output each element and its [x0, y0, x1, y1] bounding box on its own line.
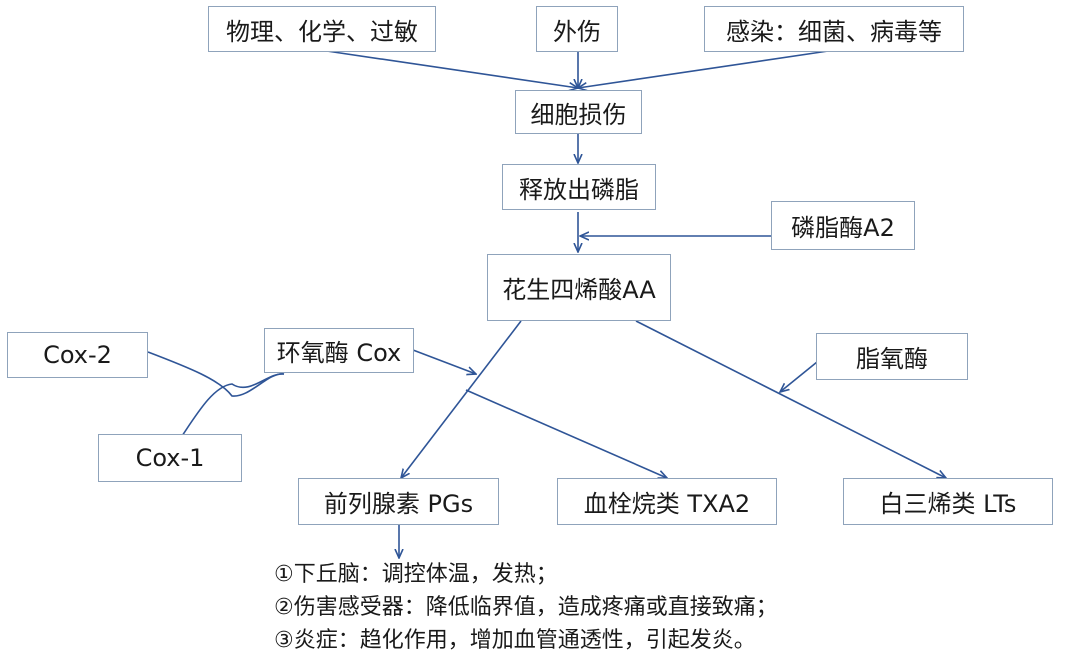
note-inflammation: ③炎症：趋化作用，增加血管通透性，引起发炎。 — [274, 628, 756, 653]
effects-notes: ①下丘脑：调控体温，发热； ②伤害感受器：降低临界值，造成疼痛或直接致痛； ③炎… — [274, 558, 778, 657]
note-nociceptor: ②伤害感受器：降低临界值，造成疼痛或直接致痛； — [274, 595, 778, 620]
cell-injury-box: 细胞损伤 — [515, 90, 642, 134]
cox2-box: Cox-2 — [7, 332, 148, 378]
arrow-infection-to-injury — [578, 49, 836, 88]
arrow-aa-to-pgs — [401, 320, 522, 478]
arachidonic-acid-box: 花生四烯酸AA — [487, 254, 671, 321]
cause-physical-chemical-allergy: 物理、化学、过敏 — [208, 6, 436, 52]
cyclooxygenase-box: 环氧酶 Cox — [264, 328, 414, 373]
cause-trauma: 外伤 — [536, 6, 618, 52]
thromboxane-box: 血栓烷类 TXA2 — [557, 478, 777, 525]
note-hypothalamus: ①下丘脑：调控体温，发热； — [274, 562, 558, 587]
arrow-cox-to-branch — [412, 349, 476, 374]
cox1-box: Cox-1 — [98, 434, 242, 482]
arrow-aa-to-lts — [635, 320, 946, 478]
arrow-physical-to-injury — [319, 49, 578, 88]
release-phospholipid-box: 释放出磷脂 — [502, 164, 656, 210]
arrow-lox-to-lt-line — [780, 361, 818, 392]
cause-infection: 感染：细菌、病毒等 — [704, 6, 964, 52]
prostaglandins-box: 前列腺素 PGs — [298, 478, 499, 525]
lipoxygenase-box: 脂氧酶 — [816, 333, 968, 380]
phospholipase-a2-box: 磷脂酶A2 — [771, 201, 915, 250]
arrow-branch-to-txa2 — [465, 389, 667, 478]
curve-cox1-to-cox — [181, 373, 285, 437]
leukotrienes-box: 白三烯类 LTs — [843, 478, 1053, 525]
